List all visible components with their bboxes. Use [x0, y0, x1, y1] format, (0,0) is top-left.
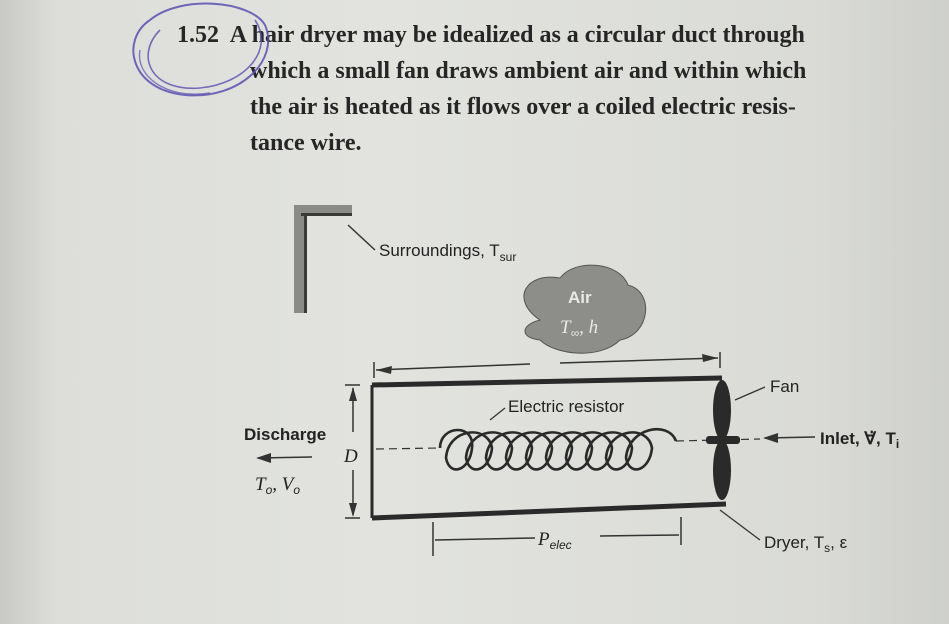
problem-line-1: 1.52 A hair dryer may be idealized as a …	[177, 22, 805, 48]
air-cloud: Air T∞, h	[523, 264, 647, 354]
electric-resistor-coil	[438, 427, 678, 471]
surroundings-leader	[347, 224, 376, 251]
pelec-label: Pelec	[537, 529, 572, 552]
diameter-label: D	[343, 446, 358, 467]
pelec-dimension	[432, 517, 682, 556]
problem-number: 1.52	[177, 22, 219, 48]
inlet-label: Inlet, ∀̇, Ti	[820, 429, 899, 451]
diameter-dimension	[345, 384, 360, 519]
problem-line-4: tance wire.	[250, 130, 362, 156]
surroundings-wall	[294, 205, 352, 313]
dryer-label: Dryer, Ts, ε	[764, 533, 848, 555]
problem-line-2: which a small fan draws ambient air and …	[250, 58, 807, 84]
air-vars: T∞, h	[560, 317, 598, 340]
problem-statement: 1.52 A hair dryer may be idealized as a …	[177, 17, 917, 161]
fan-label: Fan	[770, 377, 799, 396]
discharge-label: Discharge	[244, 425, 326, 444]
discharge-vars: To, Vo	[255, 474, 300, 497]
duct	[370, 375, 727, 521]
electric-resistor-label: Electric resistor	[508, 397, 625, 416]
length-dimension	[375, 363, 531, 371]
surroundings-label: Surroundings, Tsur	[379, 241, 516, 264]
problem-line-3: the air is heated as it flows over a coi…	[250, 94, 796, 120]
air-label: Air	[568, 288, 592, 307]
fan	[706, 380, 740, 500]
